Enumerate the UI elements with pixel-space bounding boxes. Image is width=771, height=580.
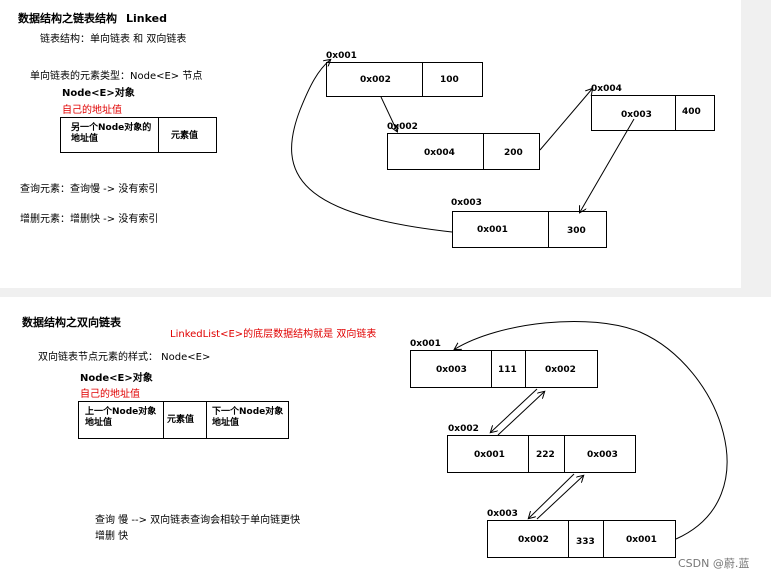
doubly-node: 0x002 333 0x001: [487, 520, 676, 558]
node-value-cell: 111: [498, 365, 517, 375]
list-node: 0x001 300: [452, 211, 607, 248]
element-type-line: 单向链表的元素类型：Node<E> 节点: [30, 71, 203, 82]
node-prev-cell: 0x002: [518, 535, 549, 545]
node-addr-label: 0x003: [451, 198, 482, 208]
modify-note: 增删 快: [95, 531, 129, 542]
node-value-cell: 300: [567, 226, 586, 236]
top-title: 数据结构之链表结构: [18, 12, 117, 25]
node-value-cell: 200: [504, 148, 523, 158]
node-next-cell: 0x003: [621, 110, 652, 120]
node-object-label: Node<E>对象: [80, 373, 153, 384]
link-arrow: [491, 388, 538, 432]
link-arrow: [536, 476, 583, 520]
self-address-label: 自己的地址值: [62, 105, 122, 116]
link-arrow: [497, 392, 544, 436]
node-addr-label: 0x002: [387, 122, 418, 132]
list-node: 0x003 400: [591, 95, 715, 131]
structure-line: 链表结构：单向链表 和 双向链表: [40, 34, 187, 45]
node-next-cell: 0x002: [360, 75, 391, 85]
modify-note: 增删元素：增删快 -> 没有索引: [20, 214, 159, 225]
node-addr-label: 0x001: [326, 51, 357, 61]
node-next-cell: 0x003: [587, 450, 618, 460]
node-next-cell: 0x001: [626, 535, 657, 545]
node-value-cell: 333: [576, 537, 595, 547]
node-prev-cell: 0x003: [436, 365, 467, 375]
node-addr-label: 0x001: [410, 339, 441, 349]
node-addr-label: 0x003: [487, 509, 518, 519]
node-value-cell: 400: [682, 107, 701, 117]
node-next-cell: 0x002: [545, 365, 576, 375]
node-addr-label: 0x002: [448, 424, 479, 434]
query-note: 查询元素：查询慢 -> 没有索引: [20, 184, 159, 195]
link-arrow: [580, 118, 635, 212]
prev-address-cell: 上一个Node对象地址值: [85, 407, 157, 428]
node-value-cell: 元素值: [171, 131, 199, 141]
element-value-cell: 元素值: [167, 415, 195, 425]
node-next-cell: 0x004: [424, 148, 455, 158]
doubly-node: 0x003 111 0x002: [410, 350, 598, 388]
node-addr-label: 0x004: [591, 84, 622, 94]
linkedlist-note: LinkedList<E>的底层数据结构就是 双向链表: [170, 329, 377, 340]
node-value-cell: 222: [536, 450, 555, 460]
node-prev-cell: 0x001: [474, 450, 505, 460]
doubly-node-structure-box: 上一个Node对象地址值 元素值 下一个Node对象地址值: [78, 401, 289, 439]
query-note: 查询 慢 --> 双向链表查询会相较于单向链更快: [95, 515, 301, 526]
self-address-label: 自己的地址值: [80, 389, 140, 400]
next-address-cell: 下一个Node对象地址值: [212, 407, 284, 428]
list-node: 0x002 100: [326, 62, 483, 97]
watermark: CSDN @蔚.蓝: [678, 557, 750, 570]
link-arrow: [529, 473, 575, 518]
node-next-cell: 0x001: [477, 225, 508, 235]
bottom-title: 数据结构之双向链表: [22, 316, 121, 329]
node-object-label: Node<E>对象: [62, 88, 135, 99]
doubly-linked-list-panel: 数据结构之双向链表 LinkedList<E>的底层数据结构就是 双向链表 双向…: [0, 297, 771, 580]
doubly-node: 0x001 222 0x003: [447, 435, 636, 473]
node-address-cell: 另一个Node对象的地址值: [71, 123, 152, 144]
singly-linked-list-panel: 数据结构之链表结构 Linked 链表结构：单向链表 和 双向链表 单向链表的元…: [0, 0, 741, 288]
list-node: 0x004 200: [387, 133, 540, 170]
node-style-line: 双向链表节点元素的样式： Node<E>: [38, 352, 211, 363]
node-value-cell: 100: [440, 75, 459, 85]
top-title-en: Linked: [126, 12, 167, 25]
link-arrow: [539, 89, 592, 151]
node-structure-box: 另一个Node对象的地址值 元素值: [60, 117, 217, 153]
